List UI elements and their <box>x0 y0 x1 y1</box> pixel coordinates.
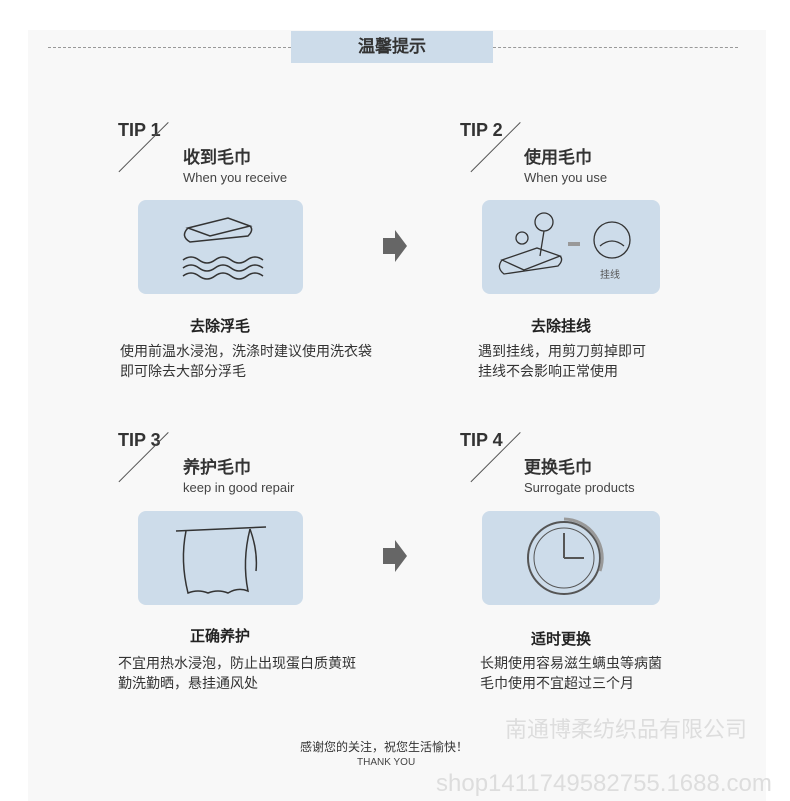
tip-3-desc-line: 不宜用热水浸泡，防止出现蛋白质黄斑 <box>118 656 356 672</box>
tip-2-heading: 去除挂线 <box>530 317 591 335</box>
hanging-towel-icon <box>138 511 303 605</box>
thanks-text: 感谢您的关注，祝您生活愉快！ <box>300 740 469 754</box>
tip-1-heading: 去除浮毛 <box>189 317 250 335</box>
background-panel <box>28 30 766 801</box>
image-caption: 挂线 <box>600 270 620 281</box>
page-title: 温馨提示 <box>291 31 493 63</box>
tip-2-desc-line: 遇到挂线，用剪刀剪掉即可 <box>478 344 646 360</box>
tip-3-title: 养护毛巾 <box>183 458 251 478</box>
arrow-right-icon <box>383 540 407 572</box>
tip-1-title: 收到毛巾 <box>183 148 251 168</box>
tip-3-desc-line: 勤洗勤晒，悬挂通风处 <box>118 676 258 692</box>
tip-3-subtitle: keep in good repair <box>183 480 295 495</box>
divider-left <box>48 47 291 48</box>
watermark-url: shop1411749582755.1688.com <box>436 770 772 797</box>
tip-2-title: 使用毛巾 <box>524 148 592 168</box>
towel-water-icon <box>138 200 303 294</box>
tip-1-label: TIP 1 <box>118 120 161 140</box>
tip-1-desc-line: 使用前温水浸泡，洗涤时建议使用洗衣袋 <box>120 344 372 360</box>
watermark-company: 南通博柔纺织品有限公司 <box>505 718 748 743</box>
tip-4-subtitle: Surrogate products <box>524 480 635 495</box>
tip-2-subtitle: When you use <box>524 170 608 185</box>
tip-3-heading: 正确养护 <box>189 627 250 645</box>
clock-icon <box>482 511 660 605</box>
tip-1-desc-line: 即可除去大部分浮毛 <box>120 364 246 380</box>
tip-2-desc-line: 挂线不会影响正常使用 <box>478 364 618 380</box>
tip-1-subtitle: When you receive <box>183 170 288 185</box>
scissors-thread-icon: 挂线 <box>482 200 660 294</box>
tip-3-label: TIP 3 <box>118 430 161 450</box>
tip-4-heading: 适时更换 <box>530 630 591 648</box>
tip-4-desc-line: 长期使用容易滋生螨虫等病菌 <box>480 656 662 672</box>
thank-you-text: THANK YOU <box>357 757 416 768</box>
tip-2-label: TIP 2 <box>460 120 503 140</box>
tip-4-title: 更换毛巾 <box>524 458 592 478</box>
tip-4-label: TIP 4 <box>460 430 503 450</box>
divider-right <box>493 47 738 48</box>
arrow-right-icon <box>383 230 407 262</box>
tip-4-desc-line: 毛巾使用不宜超过三个月 <box>480 676 634 692</box>
